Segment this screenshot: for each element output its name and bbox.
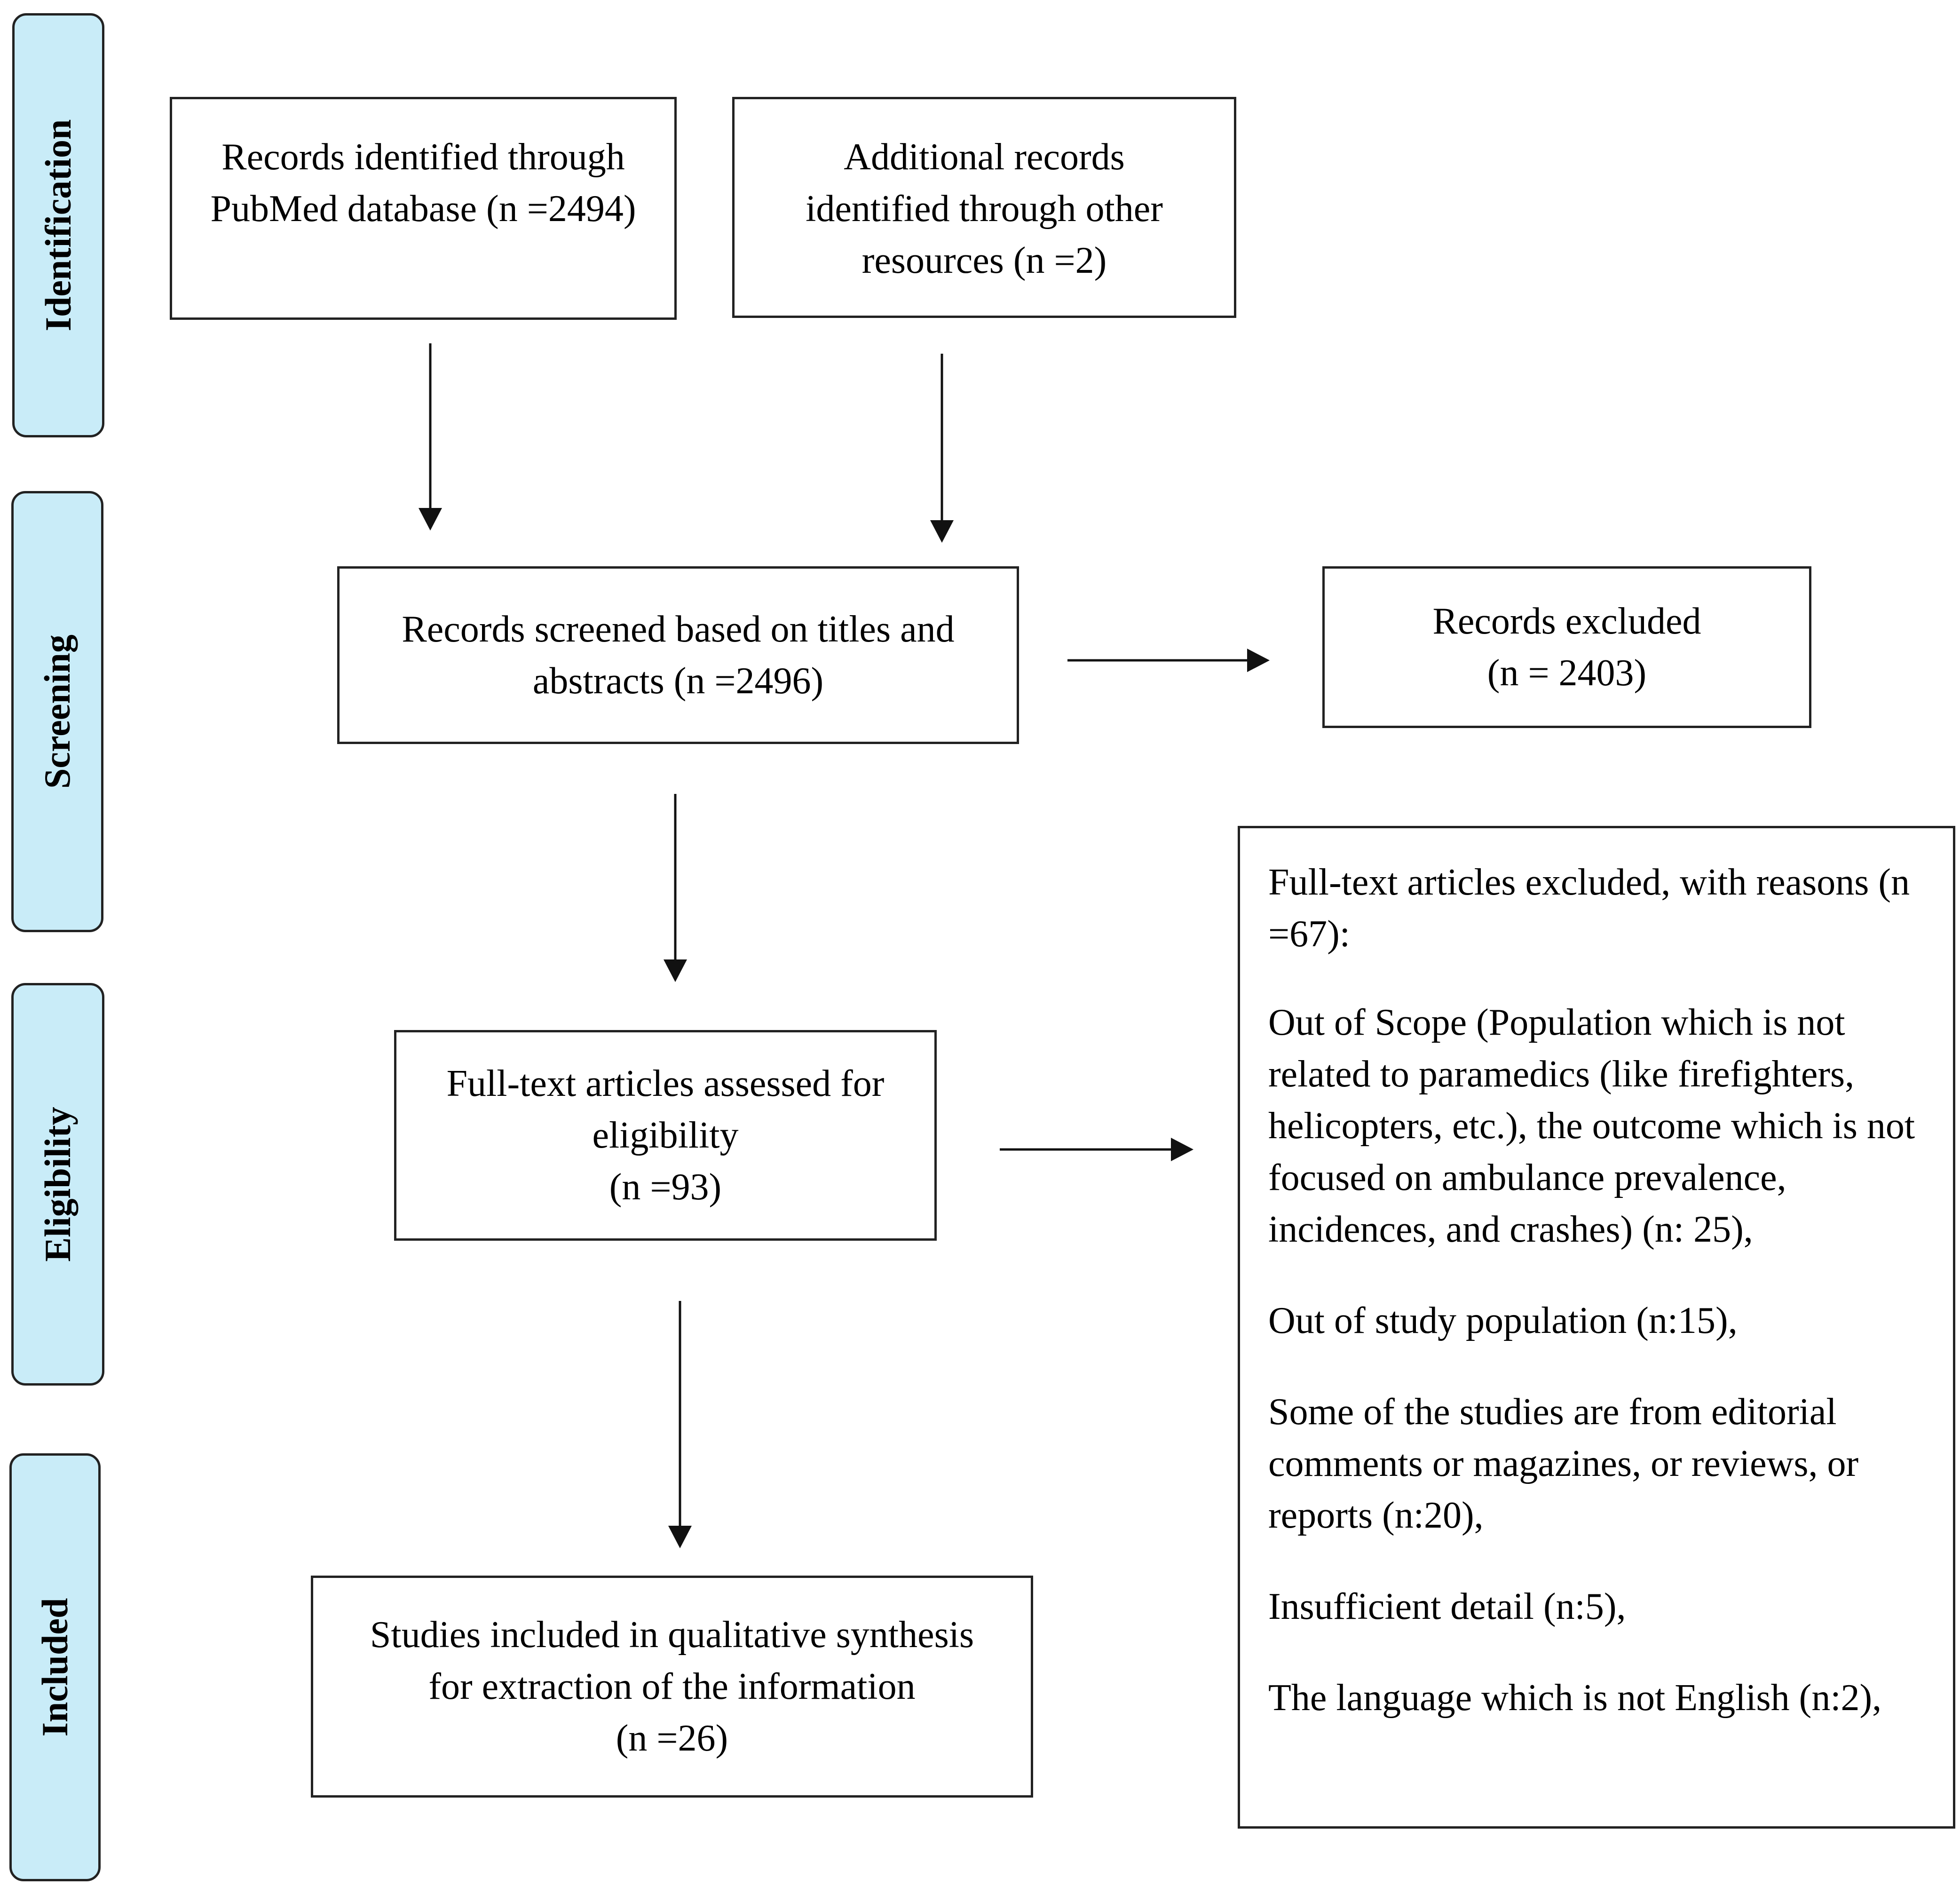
pubmed-records-line2: PubMed database (n =2494): [210, 188, 636, 230]
arrowhead-fulltext-to-included: [668, 1526, 692, 1548]
reasons-heading: Full-text articles excluded, with reason…: [1268, 862, 1910, 955]
arrowhead-fulltext-to-reasons: [1171, 1138, 1193, 1161]
other-records-box: Additional records identified through ot…: [732, 97, 1236, 318]
pubmed-records-box: Records identified through PubMed databa…: [170, 97, 677, 320]
included-studies-line2: for extraction of the information: [428, 1666, 916, 1707]
fulltext-assessed-line3: (n =93): [609, 1166, 722, 1208]
other-records-line1: Additional records: [844, 136, 1125, 178]
excluded-records-box: Records excluded (n = 2403): [1322, 566, 1811, 728]
reason-item: Insufficient detail (n:5),: [1268, 1586, 1626, 1627]
included-studies-line1: Studies included in qualitative synthesi…: [370, 1614, 974, 1656]
stage-tab-eligibility: Eligibility: [11, 983, 104, 1386]
screened-records-line2: abstracts (n =2496): [532, 660, 824, 702]
reason-item: The language which is not English (n:2),: [1268, 1677, 1882, 1719]
excluded-records-line1: Records excluded: [1432, 601, 1701, 642]
fulltext-excluded-reasons-box: Full-text articles excluded, with reason…: [1238, 826, 1955, 1829]
arrowhead-other-to-screened: [930, 520, 954, 543]
arrowhead-pubmed-to-screened: [419, 508, 442, 531]
stage-tab-included: Included: [9, 1453, 101, 1881]
other-records-line3: resources (n =2): [861, 240, 1107, 281]
excluded-records-line2: (n = 2403): [1487, 652, 1647, 694]
included-studies-box: Studies included in qualitative synthesi…: [311, 1576, 1033, 1798]
reason-item: Some of the studies are from editorial c…: [1268, 1391, 1859, 1536]
screened-records-box: Records screened based on titles and abs…: [337, 566, 1019, 744]
screened-records-line1: Records screened based on titles and: [402, 609, 955, 650]
arrowhead-screened-to-fulltext: [664, 959, 687, 982]
fulltext-assessed-line2: eligibility: [592, 1115, 739, 1156]
other-records-line2: identified through other: [806, 188, 1163, 230]
pubmed-records-line1: Records identified through: [221, 136, 625, 178]
stage-tab-screening: Screening: [11, 491, 103, 932]
reason-item: Out of Scope (Population which is not re…: [1268, 1002, 1915, 1250]
stage-tab-identification: Identification: [12, 13, 104, 437]
included-studies-line3: (n =26): [616, 1718, 728, 1759]
fulltext-assessed-box: Full-text articles assessed for eligibil…: [394, 1030, 937, 1241]
reason-item: Out of study population (n:15),: [1268, 1300, 1738, 1341]
arrowhead-screened-to-excluded: [1247, 649, 1270, 672]
fulltext-assessed-line1: Full-text articles assessed for: [446, 1063, 885, 1104]
